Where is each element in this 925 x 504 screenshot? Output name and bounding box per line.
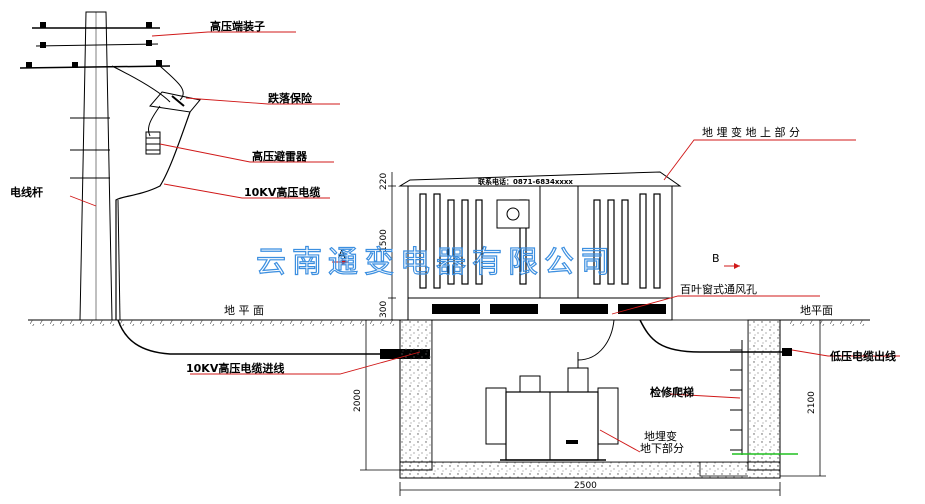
- label-below-ground-1: 地埋变: [644, 429, 677, 443]
- maintenance-ladder: [730, 340, 743, 455]
- label-below-ground-2: 地下部分: [640, 441, 684, 455]
- company-watermark: 云南通变电器有限公司: [256, 245, 616, 280]
- label-lv-outlet: 低压电缆出线: [829, 349, 896, 363]
- label-pole: 电线杆: [10, 185, 43, 199]
- dimension-lines: [360, 172, 826, 496]
- label-cable-inlet: 10KV高压电缆进线: [186, 361, 284, 375]
- leader-lines: [69, 31, 900, 453]
- label-ladder: 检修爬梯: [650, 385, 694, 399]
- label-hv-arrester: 高压避雷器: [252, 149, 308, 163]
- label-hv-terminal: 高压端装子: [210, 19, 265, 33]
- dim-roof: 220: [379, 173, 389, 190]
- utility-pole: [19, 11, 201, 321]
- hv-cable-underground: [117, 319, 400, 355]
- dim-base: 300: [379, 301, 389, 318]
- label-drop-fuse: 跌落保险: [268, 91, 313, 105]
- lv-cable-out: [639, 319, 790, 353]
- section-a-label: A: [338, 248, 346, 261]
- label-louver: 百叶窗式通风孔: [680, 282, 757, 296]
- section-b-label: B: [712, 252, 720, 265]
- dim-pit-width: 2500: [574, 481, 597, 491]
- dim-pit-left: 2000: [353, 389, 363, 412]
- label-ground-left: 地 平 面: [224, 304, 264, 317]
- label-ground-right: 地平面: [800, 304, 833, 317]
- dim-pit-right: 2100: [807, 391, 817, 414]
- dim-body: 1500: [379, 229, 389, 252]
- cabinet-above-ground: [398, 171, 682, 321]
- nameplate-text: 联系电话：0871-6834xxxx: [478, 177, 573, 186]
- label-above-ground: 地 埋 变 地 上 部 分: [702, 125, 800, 139]
- buried-transformer: [485, 319, 619, 461]
- label-hv-cable: 10KV高压电缆: [244, 185, 320, 199]
